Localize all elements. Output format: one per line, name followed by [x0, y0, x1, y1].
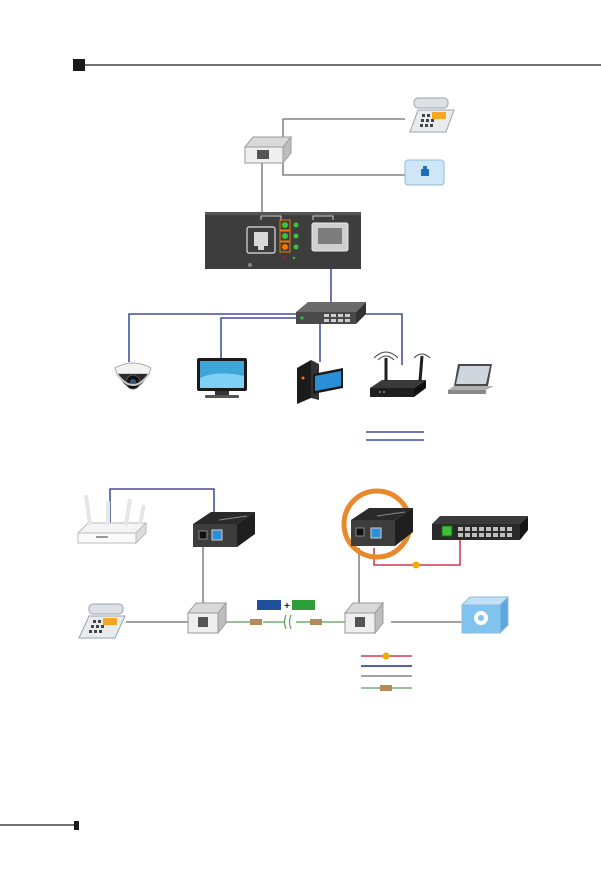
- legend-top: [366, 432, 424, 440]
- wifi-router-icon: [78, 495, 146, 543]
- monitor-icon: [197, 358, 247, 398]
- managed-switch-icon: [432, 516, 528, 540]
- pbx-box-icon: [462, 597, 508, 633]
- svg-text:+: +: [284, 601, 290, 612]
- vdsl-converter-icon: [205, 212, 361, 269]
- legend-bottom: [361, 653, 412, 692]
- splitter-icon: [345, 603, 383, 633]
- laptop-icon: [448, 364, 494, 394]
- ethernet-switch-icon: [296, 302, 366, 324]
- splitter-icon: [188, 603, 226, 633]
- vdsl-converter-icon: [193, 512, 255, 547]
- wall-outlet-icon: [405, 160, 444, 185]
- splitter-marker-left: [250, 619, 262, 625]
- cable-break-icon: [285, 615, 292, 629]
- wireless-router-icon: [370, 352, 430, 397]
- vdsl-badge: +: [257, 600, 315, 612]
- splitter-marker-right: [310, 619, 322, 625]
- desk-phone-icon: [410, 98, 454, 132]
- footer-marker: [74, 821, 79, 830]
- dome-camera-icon: [115, 363, 151, 389]
- poe-converter-icon: [344, 491, 413, 557]
- phone-jack-icon: [245, 137, 291, 163]
- section-square-bullet: [73, 59, 85, 71]
- desktop-pc-icon: [297, 360, 343, 404]
- poe-dot: [413, 562, 420, 569]
- desk-phone-icon: [79, 604, 125, 638]
